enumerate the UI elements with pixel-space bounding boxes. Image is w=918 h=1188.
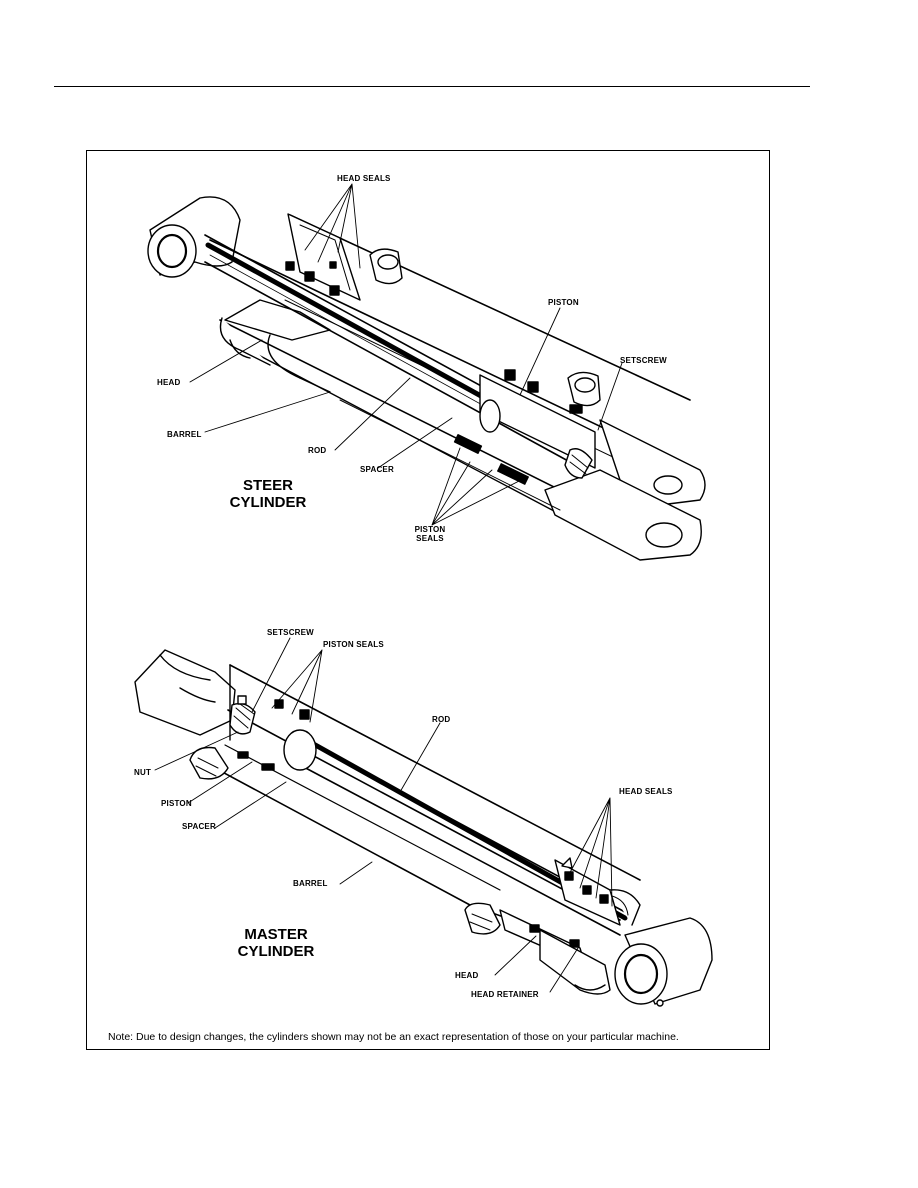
steer-leaders — [189, 183, 623, 526]
steer-piston — [453, 369, 596, 485]
steer-piston-label: PISTON — [548, 298, 579, 307]
steer-title-line2: CYLINDER — [229, 494, 307, 511]
steer-rod-label: ROD — [308, 446, 327, 455]
steer-spacer-label: SPACER — [360, 465, 394, 474]
steer-piston-seals-line2: SEALS — [416, 534, 444, 543]
master-piston-label: PISTON — [161, 799, 192, 808]
master-head-label: HEAD — [455, 971, 479, 980]
master-head-retainer-label: HEAD RETAINER — [471, 990, 539, 999]
steer-cylinder-drawing — [147, 196, 706, 561]
steer-head-block — [285, 213, 361, 301]
master-piston-seals — [237, 699, 310, 771]
master-head — [464, 902, 611, 995]
master-spacer-label: SPACER — [182, 822, 216, 831]
steer-rod-eye — [147, 196, 241, 278]
master-cylinder-drawing — [134, 649, 713, 1007]
master-piston-seals-label: PISTON SEALS — [323, 640, 384, 649]
master-clevis — [134, 649, 236, 736]
master-setscrew-label: SETSCREW — [267, 628, 314, 637]
master-leaders — [154, 637, 613, 993]
master-title-line1: MASTER — [244, 926, 308, 943]
steer-ports — [369, 248, 601, 407]
steer-clevis — [544, 419, 706, 561]
steer-setscrew-label: SETSCREW — [620, 356, 667, 365]
steer-barrel-label: BARREL — [167, 430, 202, 439]
master-nut — [189, 746, 229, 780]
steer-title-line1: STEER — [242, 477, 293, 494]
master-title-line2: CYLINDER — [237, 943, 315, 960]
steer-piston-seals-line1: PISTON — [414, 525, 446, 534]
master-setscrew — [229, 695, 256, 735]
steer-cylinder-title: STEER CYLINDER — [218, 477, 318, 511]
figure-frame — [86, 150, 770, 1050]
master-head-block — [554, 857, 621, 926]
steer-piston-seals-label: PISTON SEALS — [412, 525, 448, 543]
figure-note: Note: Due to design changes, the cylinde… — [108, 1031, 679, 1043]
master-cylinder-title: MASTER CYLINDER — [224, 926, 328, 960]
master-rod-eye — [609, 889, 713, 1007]
master-nut-label: NUT — [134, 768, 152, 777]
master-head-seals-label: HEAD SEALS — [619, 787, 673, 796]
master-rod-label: ROD — [432, 715, 451, 724]
steer-head-label: HEAD — [157, 378, 181, 387]
header-rule — [54, 86, 810, 87]
steer-head-seals-label: HEAD SEALS — [337, 174, 391, 183]
master-barrel-label: BARREL — [293, 879, 328, 888]
